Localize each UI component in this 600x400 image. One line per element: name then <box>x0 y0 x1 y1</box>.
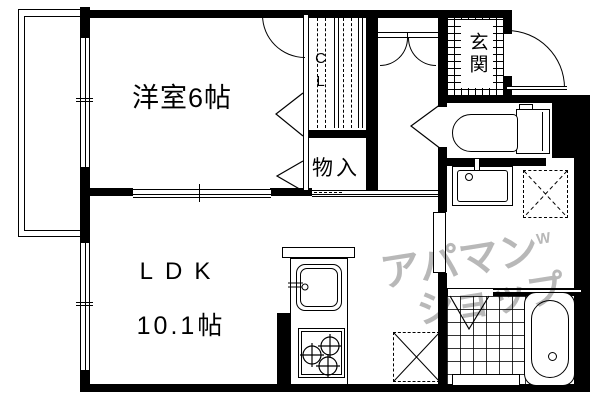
westroom-door-arc <box>262 15 305 58</box>
wall-right <box>574 97 590 392</box>
bathtub-drain <box>548 352 557 361</box>
watermark-w-mark: W <box>535 229 552 249</box>
window-westroom-tick <box>76 98 93 102</box>
kitchen-counter <box>282 247 355 258</box>
sliding-door-westroom-ldk <box>133 189 271 198</box>
closet-fold-line <box>351 18 352 128</box>
wall-westroom-bottom-left <box>85 188 133 196</box>
closet-fold-line <box>338 18 339 128</box>
entrance-door-arc <box>507 30 565 88</box>
closet-fold-line <box>358 18 359 128</box>
washbasin-spout <box>474 158 480 171</box>
wall-kitchen-stub <box>277 313 290 384</box>
washing-machine-pan <box>523 170 568 218</box>
toilet-flush-handle <box>519 104 533 110</box>
wall-genkan-bottom <box>438 95 590 103</box>
hall-closet-door-line <box>378 32 438 38</box>
window-ldk-tick <box>76 302 93 306</box>
sliding-door-tick <box>199 184 200 202</box>
wall-toilet-bottom <box>446 158 546 166</box>
closet-left-line <box>303 15 309 190</box>
wall-left-upper <box>80 7 90 38</box>
hall-ldk-track <box>312 190 438 197</box>
wall-bottom <box>80 384 590 392</box>
hall-closet-door-arc-right <box>408 38 436 66</box>
bath-threshold <box>452 374 520 386</box>
storage-door-chevron <box>275 160 304 192</box>
ldk-label-line1: LDK <box>139 258 223 285</box>
balcony-inner <box>24 16 82 231</box>
refrigerator-space <box>393 332 440 382</box>
closet-label: CL <box>312 50 329 96</box>
wall-genkan-right-top <box>503 10 512 34</box>
wall-hall-left <box>366 10 378 190</box>
closet-fold-line <box>325 18 326 128</box>
wall-top <box>85 10 512 18</box>
toilet-door-chevron <box>409 103 442 150</box>
washbasin-faucet <box>465 173 473 181</box>
window-westroom <box>80 38 90 167</box>
closet-fold-line <box>317 18 318 128</box>
wall-westroom-bottom-right <box>270 188 312 196</box>
wall-bath-left <box>438 296 447 392</box>
closet-fold-line <box>343 18 344 128</box>
window-ldk <box>80 243 90 370</box>
wall-bath-top <box>438 288 590 296</box>
wall-genkan-left <box>438 10 447 107</box>
closet-fold-line <box>334 18 335 128</box>
kitchen-sink-inner <box>300 268 338 307</box>
entrance-door-leaf <box>507 86 567 90</box>
wall-closet-divider <box>303 130 368 138</box>
gas-stove-inner <box>301 331 342 375</box>
wall-left-lower <box>80 370 90 392</box>
washroom-sliding-door <box>433 212 446 273</box>
ldk-label-line2: 10.1帖 <box>136 312 226 340</box>
closet-fold-line <box>362 18 363 128</box>
toilet-bowl <box>452 114 518 152</box>
toilet-tank <box>516 109 550 154</box>
wall-washroom-left-lower <box>438 273 447 296</box>
balcony-outer <box>18 9 82 237</box>
closet-door-chevron <box>275 92 304 137</box>
wall-washroom-left-upper <box>438 147 447 212</box>
wall-corner-block <box>552 97 590 158</box>
bath-wall-line <box>493 290 581 292</box>
ldk-label: LDK 10.1帖 <box>92 258 270 342</box>
genkan-label: 玄関 <box>466 32 488 76</box>
storage-label: 物入 <box>312 157 360 180</box>
wall-left-middle <box>80 167 90 243</box>
westroom-label: 洋室6帖 <box>131 83 233 113</box>
hall-closet-door-arc-left <box>380 38 408 66</box>
bath-door-opening <box>448 289 493 296</box>
genkan-label-box: 玄関 <box>461 20 493 88</box>
bathtub-inner <box>531 300 569 378</box>
